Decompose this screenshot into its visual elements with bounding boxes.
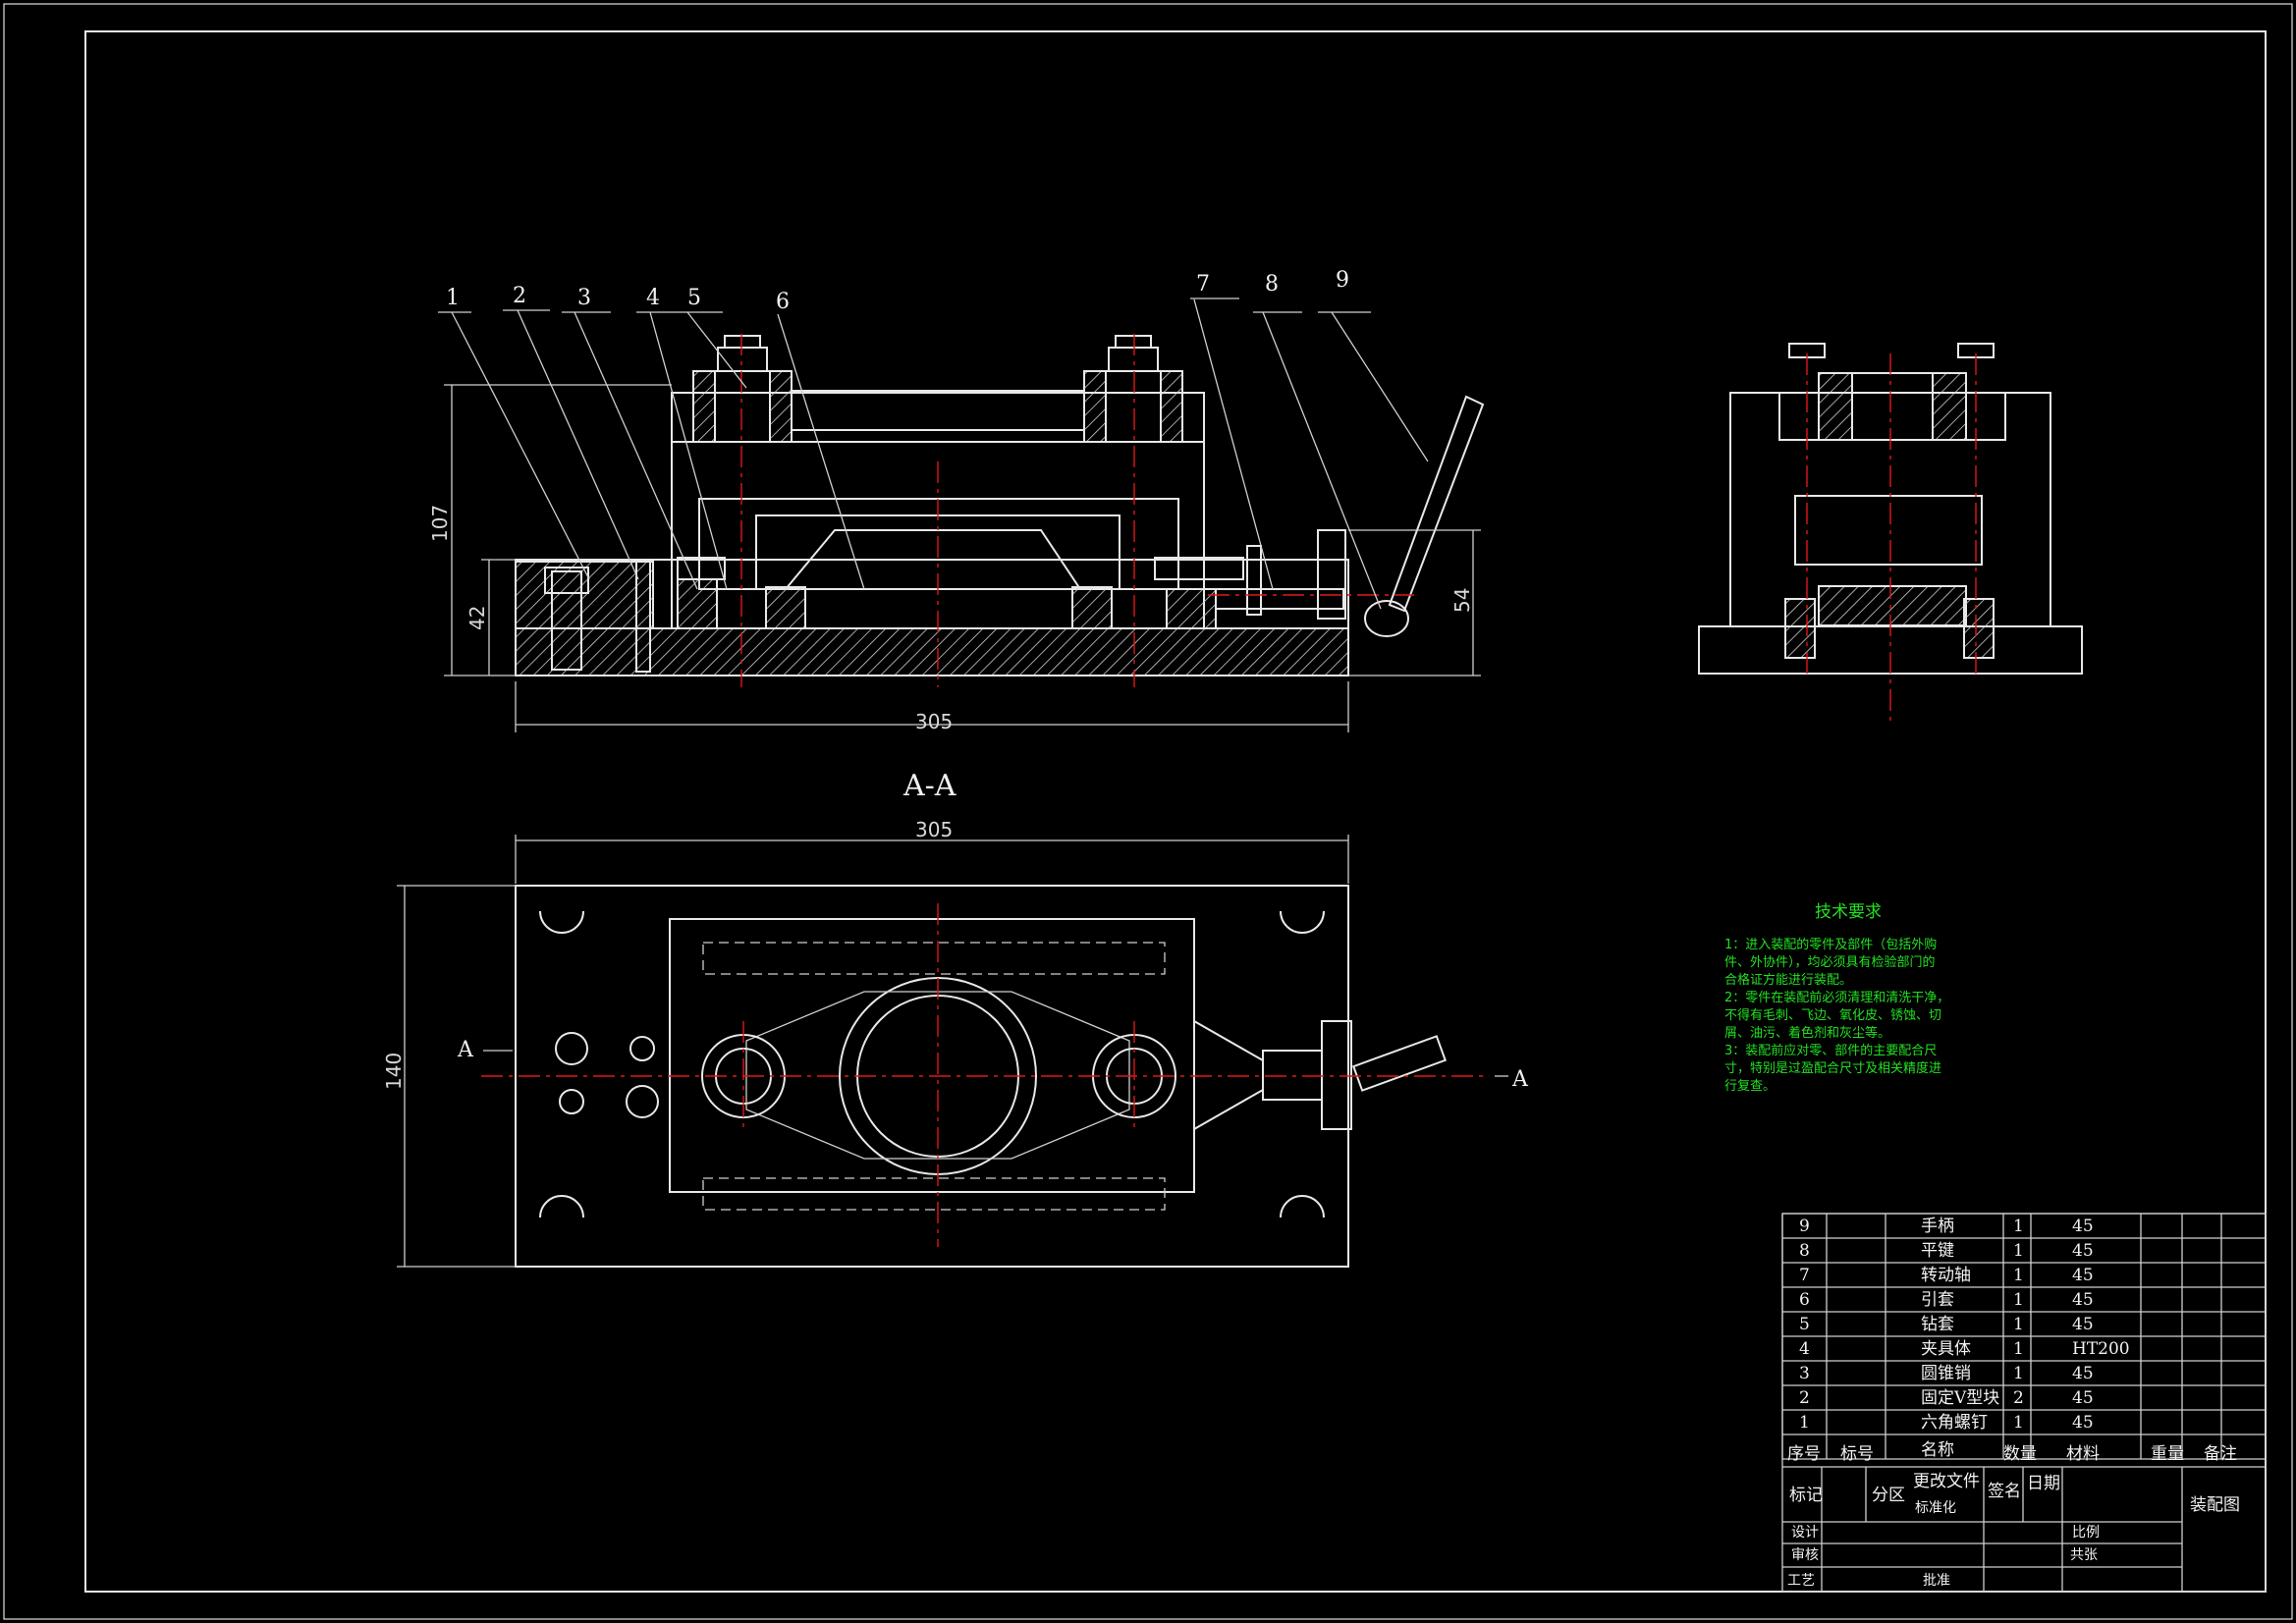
- tech-req-line: 3：装配前应对零、部件的主要配合尺: [1724, 1043, 1937, 1058]
- bom-header-code: 标号: [1840, 1444, 1874, 1464]
- tech-req-line: 屑、油污、着色剂和灰尘等。: [1724, 1025, 1890, 1041]
- bom-header-material: 材料: [2066, 1444, 2100, 1464]
- tech-req-title: 技术要求: [1815, 902, 1882, 922]
- bom-cell-no: 2: [1799, 1388, 1810, 1408]
- balloon-4: 4: [646, 286, 660, 310]
- dim-top-length: 305: [915, 818, 953, 841]
- bom-header-weight: 重量: [2151, 1444, 2184, 1464]
- tb-change-doc: 更改文件: [1913, 1472, 1980, 1491]
- bom-cell-name: 手柄: [1921, 1217, 1954, 1236]
- outer-frame: [3, 3, 2293, 1620]
- inner-frame: [84, 30, 2267, 1593]
- bom-cell-name: 固定V型块: [1921, 1388, 1999, 1408]
- dim-front-base: 42: [465, 606, 489, 630]
- tb-approve: 批准: [1923, 1573, 1950, 1589]
- bom-cell-no: 5: [1799, 1315, 1810, 1334]
- bom-cell-qty: 1: [2013, 1339, 2024, 1359]
- tech-req-line: 合格证方能进行装配。: [1724, 972, 1852, 988]
- tech-req-line: 寸，特别是过盈配合尺寸及相关精度进: [1724, 1060, 1941, 1076]
- tech-req-line: 不得有毛刺、飞边、氧化皮、锈蚀、切: [1724, 1007, 1941, 1023]
- section-marker-left: A: [457, 1038, 474, 1062]
- tech-req-line: 行复查。: [1724, 1079, 1776, 1094]
- bom-cell-no: 1: [1799, 1413, 1810, 1433]
- bom-cell-qty: 1: [2013, 1217, 2024, 1236]
- section-title: A-A: [902, 769, 957, 803]
- tb-standardize: 标准化: [1915, 1500, 1956, 1516]
- bom-cell-name: 夹具体: [1921, 1339, 1971, 1359]
- top-view: 305 140 A-A A A: [382, 769, 1529, 1268]
- bom-header-no: 序号: [1787, 1444, 1821, 1464]
- title-block: 标记 分区 更改文件 签名 日期 标准化 装配图 设计 审核 工艺 批准 比例 …: [1782, 1466, 2266, 1592]
- bom-cell-qty: 1: [2013, 1290, 2024, 1310]
- bom-cell-qty: 1: [2013, 1364, 2024, 1383]
- bom-cell-material: 45: [2072, 1290, 2094, 1310]
- dim-front-height: 107: [428, 505, 452, 542]
- balloon-8: 8: [1265, 272, 1279, 297]
- bom-cell-no: 3: [1799, 1364, 1810, 1383]
- bom-cell-material: 45: [2072, 1217, 2094, 1236]
- bom-cell-material: 45: [2072, 1388, 2094, 1408]
- balloon-6: 6: [776, 290, 790, 314]
- balloon-1: 1: [446, 286, 460, 310]
- bom-cell-qty: 1: [2013, 1266, 2024, 1285]
- bom-cell-name: 圆锥销: [1921, 1364, 1971, 1383]
- balloon-5: 5: [687, 286, 701, 310]
- bom-header-remark: 备注: [2204, 1444, 2237, 1464]
- bom-cell-material: 45: [2072, 1241, 2094, 1261]
- tb-drawing-name: 装配图: [2190, 1495, 2240, 1515]
- dim-front-side: 54: [1450, 588, 1474, 613]
- bom-cell-material: 45: [2072, 1364, 2094, 1383]
- bom-cell-material: 45: [2072, 1315, 2094, 1334]
- tb-check: 审核: [1791, 1547, 1819, 1563]
- tech-req-line: 1：进入装配的零件及部件（包括外购: [1724, 937, 1937, 952]
- bom-cell-qty: 2: [2013, 1388, 2024, 1408]
- bom-cell-qty: 1: [2013, 1413, 2024, 1433]
- balloon-9: 9: [1336, 268, 1349, 293]
- tech-req-line: 件、外协件），均必须具有检验部门的: [1724, 954, 1936, 970]
- tb-zone: 分区: [1872, 1486, 1905, 1505]
- bom-cell-name: 钻套: [1921, 1315, 1954, 1334]
- tb-sign: 签名: [1988, 1482, 2021, 1501]
- bom-cell-material: 45: [2072, 1266, 2094, 1285]
- tb-scale: 比例: [2072, 1525, 2100, 1541]
- bom-cell-material: 45: [2072, 1413, 2094, 1433]
- bom-header-qty: 数量: [2003, 1444, 2037, 1464]
- bom-cell-no: 6: [1799, 1290, 1810, 1310]
- tb-date: 日期: [2027, 1474, 2060, 1493]
- bom-cell-no: 7: [1799, 1266, 1810, 1285]
- balloon-3: 3: [577, 286, 591, 310]
- tb-design: 设计: [1791, 1525, 1819, 1541]
- tb-mark: 标记: [1789, 1486, 1823, 1505]
- tb-process: 工艺: [1787, 1573, 1815, 1589]
- section-marker-right: A: [1511, 1067, 1529, 1092]
- bom-cell-name: 平键: [1921, 1241, 1954, 1261]
- bom-cell-no: 9: [1799, 1217, 1810, 1236]
- bom-cell-name: 引套: [1921, 1290, 1954, 1310]
- bom-cell-qty: 1: [2013, 1315, 2024, 1334]
- side-view: [1698, 343, 2083, 722]
- bom-cell-material: HT200: [2072, 1339, 2130, 1359]
- balloon-2: 2: [513, 284, 526, 308]
- dim-front-length: 305: [915, 710, 953, 733]
- bom-cell-qty: 1: [2013, 1241, 2024, 1261]
- front-section-view: 107 42 54 305 1 2 3 4 5 6 7 8 9: [428, 268, 1485, 733]
- technical-requirements: 技术要求 1：进入装配的零件及部件（包括外购 件、外协件），均必须具有检验部门的…: [1724, 902, 1949, 1094]
- dim-top-width: 140: [382, 1053, 406, 1090]
- bom-header-name: 名称: [1921, 1440, 1954, 1460]
- bom-cell-no: 8: [1799, 1241, 1810, 1261]
- bom-cell-name: 六角螺钉: [1921, 1413, 1988, 1433]
- tb-sheets: 共张: [2070, 1547, 2098, 1563]
- bom-cell-name: 转动轴: [1921, 1266, 1971, 1285]
- tech-req-line: 2：零件在装配前必须清理和清洗干净，: [1724, 990, 1949, 1005]
- balloon-7: 7: [1196, 272, 1210, 297]
- bom-cell-no: 4: [1799, 1339, 1810, 1359]
